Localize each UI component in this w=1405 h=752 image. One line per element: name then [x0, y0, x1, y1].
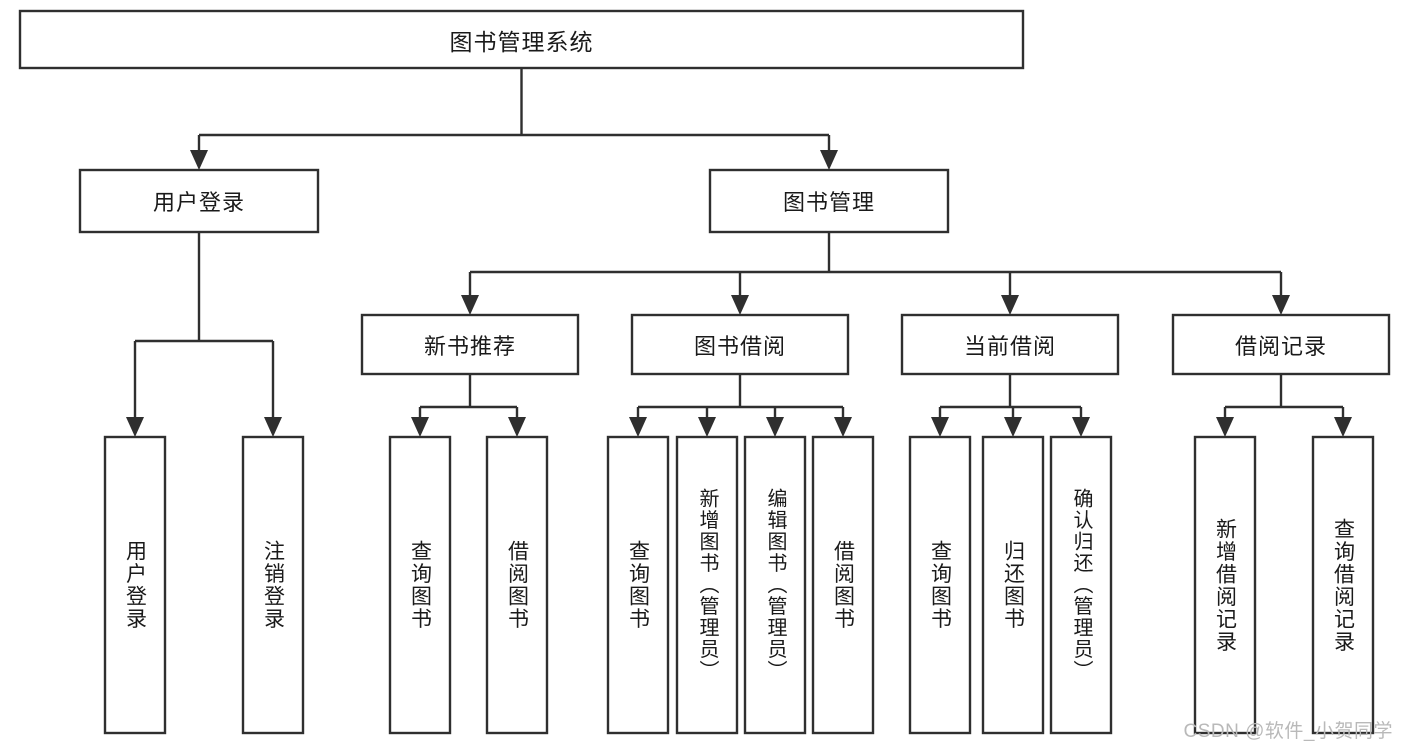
arrow-head-icon-borrow-record [1272, 295, 1290, 315]
node-box-root[interactable] [18, 9, 1025, 70]
node-box-borrow-record[interactable] [1171, 313, 1391, 376]
node-box-leaf-query-borrow-record[interactable] [1311, 435, 1375, 735]
arrow-head-icon-current-borrow [1001, 295, 1019, 315]
arrow-head-icon-leaf-query-borrow-record [1334, 417, 1352, 437]
node-box-leaf-query-book-borrow[interactable] [606, 435, 670, 735]
node-box-leaf-query-book-current[interactable] [908, 435, 972, 735]
arrow-head-icon-leaf-borrow-book [834, 417, 852, 437]
node-box-leaf-borrow-book-recommend[interactable] [485, 435, 549, 735]
arrow-head-icon-leaf-edit-book [766, 417, 784, 437]
arrow-head-icon-leaf-query-book-recommend [411, 417, 429, 437]
node-box-new-book-recommend[interactable] [360, 313, 580, 376]
arrow-head-icon-leaf-add-book [698, 417, 716, 437]
node-box-leaf-edit-book[interactable] [743, 435, 807, 735]
arrow-head-icon-leaf-user-login [126, 417, 144, 437]
node-box-leaf-logout-login[interactable] [241, 435, 305, 735]
node-box-current-borrow[interactable] [900, 313, 1120, 376]
node-box-leaf-borrow-book[interactable] [811, 435, 875, 735]
node-box-leaf-return-book[interactable] [981, 435, 1045, 735]
arrow-head-icon-leaf-logout-login [264, 417, 282, 437]
arrow-head-icon-leaf-query-book-current [931, 417, 949, 437]
node-box-book-manage[interactable] [708, 168, 950, 234]
arrow-head-icon-leaf-confirm-return [1072, 417, 1090, 437]
arrow-head-icon-leaf-borrow-book-recommend [508, 417, 526, 437]
arrow-head-icon-leaf-query-book-borrow [629, 417, 647, 437]
node-box-book-borrow[interactable] [630, 313, 850, 376]
arrow-head-icon-leaf-return-book [1004, 417, 1022, 437]
connectors-layer [126, 68, 1352, 437]
node-box-leaf-user-login[interactable] [103, 435, 167, 735]
csdn-watermark: CSDN @软件_小贺同学 [1183, 721, 1393, 742]
arrow-head-icon-new-book-recommend [461, 295, 479, 315]
arrow-head-icon-user-login [190, 150, 208, 170]
arrow-head-icon-book-borrow [731, 295, 749, 315]
node-box-leaf-add-book[interactable] [675, 435, 739, 735]
node-box-leaf-query-book-recommend[interactable] [388, 435, 452, 735]
node-box-leaf-confirm-return[interactable] [1049, 435, 1113, 735]
node-box-leaf-add-borrow-record[interactable] [1193, 435, 1257, 735]
node-box-user-login[interactable] [78, 168, 320, 234]
arrow-head-icon-book-manage [820, 150, 838, 170]
arrow-head-icon-leaf-add-borrow-record [1216, 417, 1234, 437]
boxes-layer [18, 9, 1391, 735]
